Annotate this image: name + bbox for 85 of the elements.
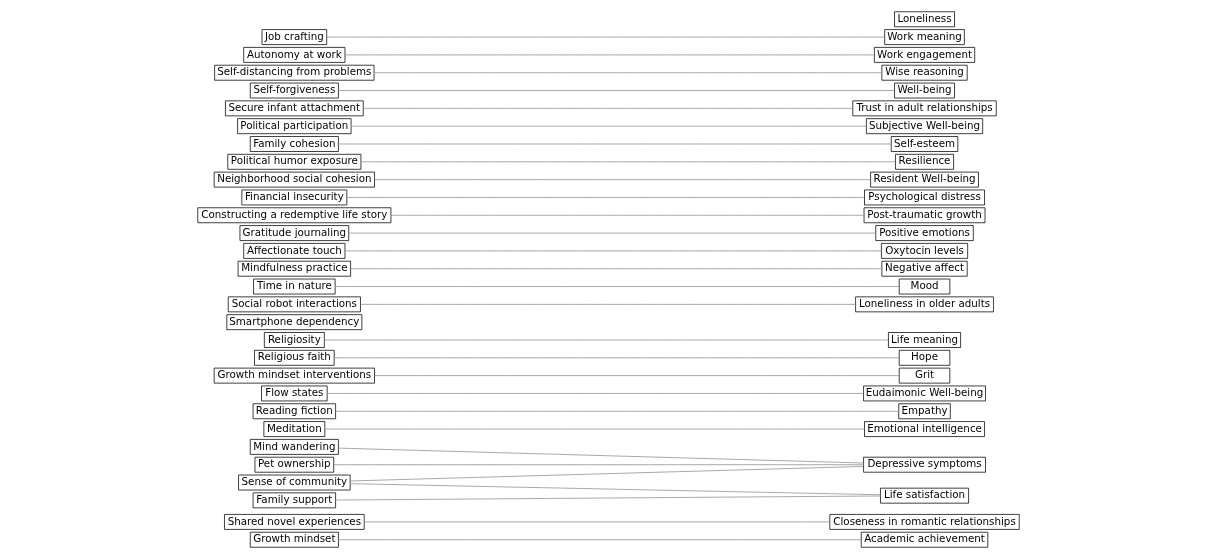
node-box: Psychological distress — [864, 189, 985, 206]
node-box: Self-forgiveness — [249, 82, 339, 99]
node-box: Empathy — [898, 403, 951, 420]
node-box: Emotional intelligence — [864, 421, 985, 437]
connector — [360, 303, 856, 305]
connector — [344, 54, 875, 56]
node-box: Family cohesion — [249, 136, 339, 152]
connector — [348, 232, 876, 234]
connector — [326, 393, 864, 394]
node-box: Resilience — [895, 153, 954, 170]
node-box: Wise reasoning — [881, 64, 968, 81]
node-box: Academic achievement — [860, 531, 989, 548]
node-box: Political humor exposure — [227, 153, 362, 170]
node-box: Growth mindset interventions — [213, 367, 375, 384]
node-box: Growth mindset — [249, 531, 339, 548]
connector — [346, 197, 865, 198]
connector — [333, 464, 864, 466]
connector — [349, 483, 881, 496]
node-box: Pet ownership — [254, 456, 335, 473]
connector — [350, 268, 882, 270]
node-box: Smartphone dependency — [226, 314, 363, 331]
connector — [335, 495, 881, 501]
node-box: Job crafting — [261, 29, 328, 45]
connector — [363, 107, 854, 109]
connector — [338, 143, 892, 145]
node-box: Secure infant attachment — [225, 100, 364, 117]
connector — [335, 410, 899, 412]
node-box: Trust in adult relationships — [852, 100, 997, 117]
connector — [350, 125, 867, 127]
connector — [374, 179, 871, 181]
connector — [338, 539, 862, 541]
node-box: Affectionate touch — [243, 243, 346, 259]
connector — [334, 286, 900, 287]
node-box: Hope — [898, 349, 951, 366]
node-box: Positive emotions — [875, 225, 974, 241]
node-box: Work engagement — [874, 47, 976, 63]
connector — [338, 447, 864, 464]
connector — [324, 428, 865, 430]
node-box: Eudaimonic Well-being — [863, 385, 986, 402]
connector — [349, 466, 864, 482]
node-box: Oxytocin levels — [881, 243, 969, 259]
node-box: Negative affect — [881, 260, 968, 277]
node-box: Religiosity — [263, 332, 325, 348]
node-box: Reading fiction — [252, 403, 336, 420]
connector — [390, 214, 865, 216]
node-box: Mind wandering — [249, 439, 339, 455]
connector — [373, 72, 883, 74]
node-box: Life satisfaction — [880, 487, 969, 504]
node-box: Subjective Well-being — [866, 118, 984, 135]
connector — [324, 339, 889, 341]
connector — [363, 521, 831, 523]
node-box: Life meaning — [888, 332, 961, 348]
node-box: Constructing a redemptive life story — [197, 207, 392, 224]
node-box: Well-being — [894, 82, 955, 99]
node-box: Shared novel experiences — [224, 514, 365, 530]
node-box: Closeness in romantic relationships — [829, 514, 1020, 530]
node-box: Flow states — [261, 385, 328, 402]
connector — [360, 161, 896, 163]
node-box: Resident Well-being — [870, 171, 979, 188]
node-box: Self-distancing from problems — [214, 64, 375, 81]
node-box: Financial insecurity — [241, 189, 348, 206]
connector — [333, 357, 900, 359]
node-box: Political participation — [237, 118, 352, 135]
node-box: Sense of community — [238, 474, 351, 491]
node-box: Post-traumatic growth — [863, 207, 986, 224]
node-box: Religious faith — [254, 349, 335, 366]
node-box: Gratitude journaling — [239, 225, 350, 241]
node-box: Social robot interactions — [227, 296, 361, 313]
node-box: Neighborhood social cohesion — [213, 171, 375, 188]
node-box: Family support — [252, 492, 336, 509]
node-box: Loneliness — [894, 11, 955, 28]
node-box: Meditation — [263, 421, 326, 437]
node-box: Work meaning — [884, 29, 965, 45]
node-box: Time in nature — [253, 278, 336, 295]
connector — [326, 36, 885, 38]
node-box: Self-esteem — [890, 136, 959, 152]
node-box: Mood — [898, 278, 951, 295]
connector — [338, 90, 895, 91]
node-box: Loneliness in older adults — [855, 296, 994, 313]
node-box: Depressive symptoms — [863, 456, 986, 473]
connector — [344, 250, 882, 252]
node-box: Grit — [898, 367, 951, 384]
connector — [374, 375, 900, 377]
node-box: Autonomy at work — [243, 47, 346, 63]
node-box: Mindfulness practice — [237, 260, 351, 277]
